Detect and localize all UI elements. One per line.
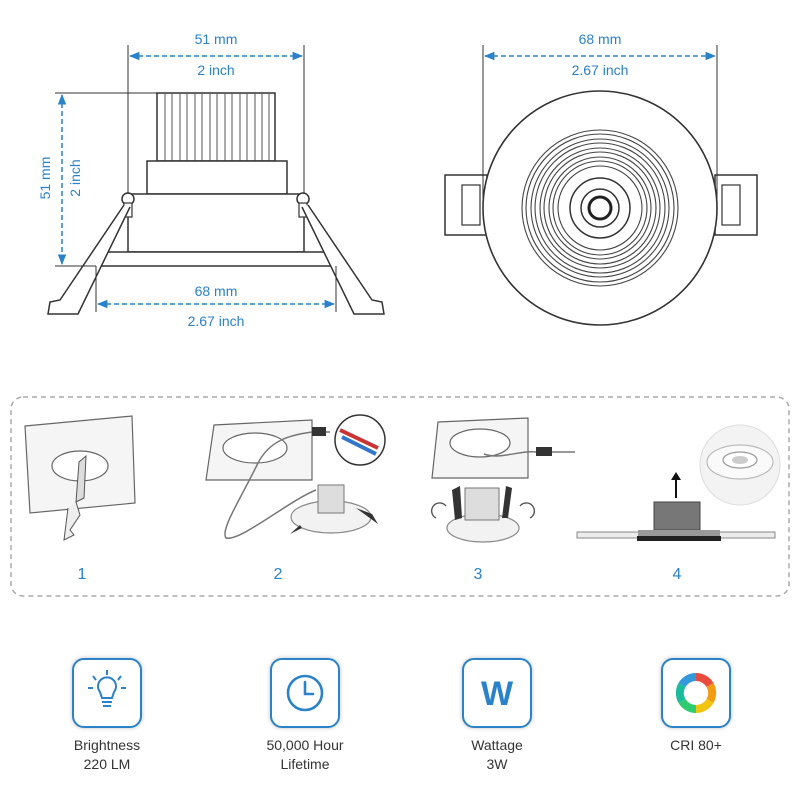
- brightness-icon-box: [72, 658, 142, 728]
- brightness-value: 220 LM: [83, 756, 131, 772]
- step-3-illustration: [430, 417, 575, 543]
- brightness-label: Brightness: [73, 737, 141, 753]
- side-top-width-inch: 2 inch: [197, 62, 234, 78]
- step-1-number: 1: [78, 566, 87, 583]
- side-height-mm: 51 mm: [37, 157, 53, 200]
- side-height-inch: 2 inch: [67, 159, 83, 196]
- top-view-drawing: 68 mm 2.67 inch: [444, 31, 758, 326]
- step-2-number: 2: [274, 566, 283, 583]
- wattage-icon-box: W: [462, 658, 532, 728]
- lightbulb-icon: [88, 670, 126, 707]
- step-2-illustration: [205, 414, 386, 539]
- dimension-drawings: 51 mm 2 inch 51 mm 2 inch 68 mm 2.67 inc…: [37, 31, 758, 329]
- wattage-letter: W: [481, 675, 514, 713]
- color-ring-icon: [675, 672, 717, 714]
- cri-icon-box: [661, 658, 731, 728]
- step-3-number: 3: [474, 566, 483, 583]
- top-diameter-inch: 2.67 inch: [572, 62, 629, 78]
- step-1-illustration: [24, 415, 136, 541]
- wattage-value: 3W: [486, 756, 508, 772]
- clock-icon: [286, 674, 324, 712]
- letter-w-icon: W: [481, 675, 514, 713]
- wattage-label: Wattage: [471, 737, 523, 753]
- installation-steps-panel: 1 2 3 4: [10, 396, 790, 597]
- side-view-drawing: 51 mm 2 inch 51 mm 2 inch 68 mm 2.67 inc…: [37, 31, 385, 329]
- step-4-number: 4: [673, 566, 682, 583]
- lifetime-icon-box: [270, 658, 340, 728]
- side-top-width-mm: 51 mm: [195, 31, 238, 47]
- top-diameter-mm: 68 mm: [579, 31, 622, 47]
- side-bottom-width-mm: 68 mm: [195, 283, 238, 299]
- cri-label: CRI 80+: [670, 737, 722, 753]
- lifetime-value: Lifetime: [280, 756, 330, 772]
- step-4-illustration: [576, 424, 781, 541]
- lifetime-label: 50,000 Hour: [266, 737, 344, 753]
- side-bottom-width-inch: 2.67 inch: [188, 313, 245, 329]
